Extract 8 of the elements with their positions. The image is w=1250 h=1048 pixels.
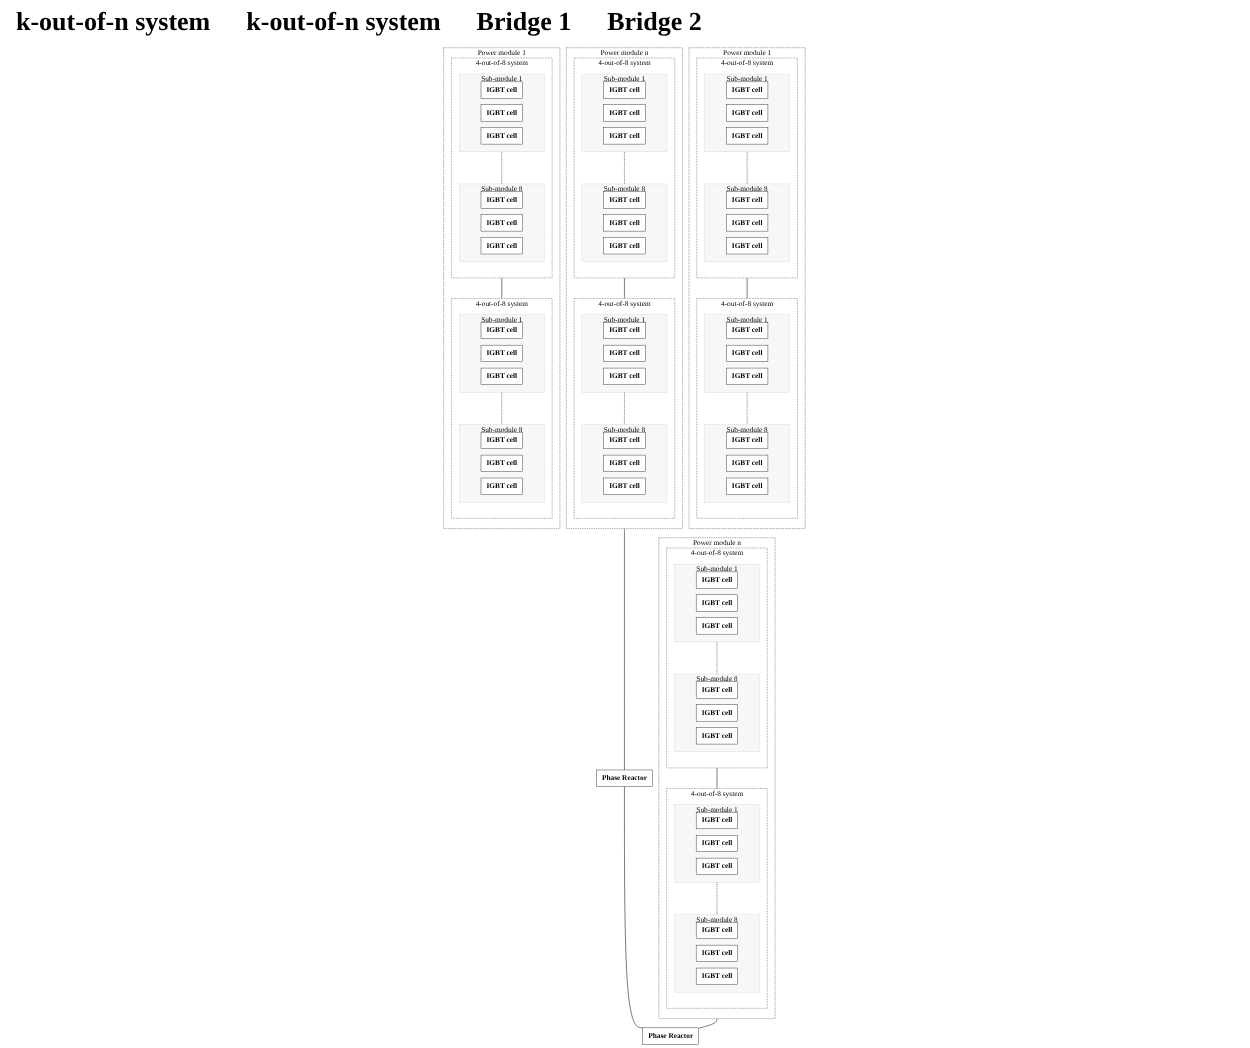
text-label: Bridge 1 [476, 6, 572, 38]
text-label: Bridge 2 [607, 6, 702, 38]
connector [624, 277, 626, 299]
text-label: k-out-of-n system [246, 6, 441, 38]
connector [698, 1018, 718, 1029]
connector [624, 528, 626, 771]
connector [624, 786, 644, 1029]
text-label: k-out-of-n system [16, 6, 211, 38]
